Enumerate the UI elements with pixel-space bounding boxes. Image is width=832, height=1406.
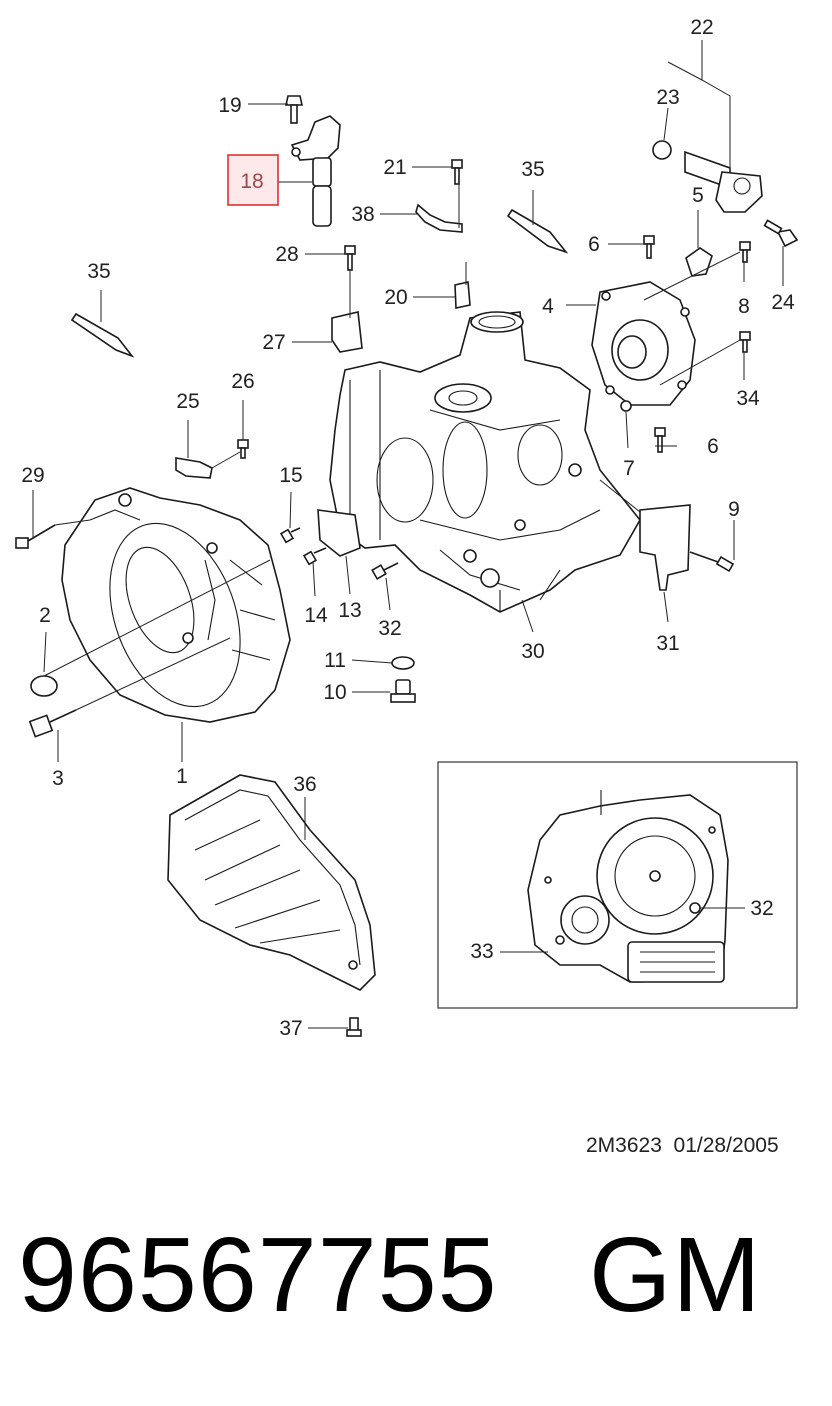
bracket-13 — [317, 509, 361, 557]
callout-7: 7 — [623, 457, 635, 480]
callout-29: 29 — [21, 464, 44, 487]
bolt-21 — [451, 159, 463, 185]
callout-9: 9 — [728, 498, 740, 521]
callout-38: 38 — [351, 203, 374, 226]
tube-35-right — [506, 208, 569, 254]
o-ring-23 — [652, 140, 672, 160]
callout-23: 23 — [656, 86, 679, 109]
callout-18: 18 — [240, 170, 263, 193]
callout-28: 28 — [275, 243, 298, 266]
plug-10 — [390, 679, 416, 703]
exploded-parts-diagram: 22 23 19 18 21 35 5 38 6 28 35 20 4 8 24… — [15, 16, 799, 1040]
bolt-9 — [689, 551, 735, 573]
callout-19: 19 — [218, 94, 241, 117]
inset-assembled-transmission — [500, 790, 745, 983]
bolt-34 — [739, 331, 751, 353]
bolt-6a — [643, 235, 655, 259]
callout-26: 26 — [231, 370, 254, 393]
callout-labels: 22 23 19 18 21 35 5 38 6 28 35 20 4 8 24… — [21, 16, 795, 1040]
bolt-26 — [237, 439, 249, 459]
callout-20: 20 — [384, 286, 407, 309]
bolt-8 — [739, 241, 751, 263]
callout-27: 27 — [262, 331, 285, 354]
bolt-3 — [28, 709, 77, 738]
input-sensor — [684, 150, 763, 213]
bolt-28 — [344, 245, 356, 271]
callout-35-left: 35 — [87, 260, 110, 283]
bolt-14 — [302, 547, 327, 566]
side-cover — [591, 281, 696, 406]
callout-32: 32 — [378, 617, 401, 640]
callout-5: 5 — [692, 184, 704, 207]
washer-11 — [391, 656, 415, 670]
speed-sensor — [290, 115, 341, 227]
bolt-29 — [15, 524, 56, 549]
highlight-box — [227, 154, 279, 206]
callout-35-right: 35 — [521, 158, 544, 181]
bolt-15 — [279, 527, 301, 544]
callout-34: 34 — [736, 387, 760, 410]
bracket-27 — [331, 311, 363, 353]
bracket-31 — [639, 504, 691, 591]
part-number-caption: 96567755 GM — [18, 1216, 762, 1334]
converter-housing — [61, 487, 291, 723]
bracket-38 — [415, 203, 463, 233]
bolt-6b — [654, 427, 666, 453]
callout-8: 8 — [738, 295, 750, 318]
callout-36: 36 — [293, 773, 316, 796]
diagram-reference: 2M3623 01/28/2005 — [586, 1134, 779, 1157]
tube-35-left — [70, 312, 135, 358]
callout-10: 10 — [323, 681, 346, 704]
callout-30: 30 — [521, 640, 544, 663]
callout-13: 13 — [338, 599, 361, 622]
bolt-32 — [371, 562, 399, 580]
callout-4: 4 — [542, 295, 554, 318]
callout-22: 22 — [690, 16, 713, 39]
callout-31: 31 — [656, 632, 679, 655]
callout-14: 14 — [304, 604, 328, 627]
seal-2 — [30, 675, 58, 697]
callout-6-mid: 6 — [707, 435, 719, 458]
callout-6-top: 6 — [588, 233, 600, 256]
gasket-5 — [685, 247, 713, 277]
clip-25 — [175, 457, 213, 479]
bolt-24 — [763, 219, 799, 248]
callout-3: 3 — [52, 767, 64, 790]
callout-33: 33 — [470, 940, 493, 963]
washer-7 — [620, 400, 632, 412]
callout-21: 21 — [383, 156, 406, 179]
callout-24: 24 — [771, 291, 795, 314]
bolt-37 — [346, 1017, 362, 1037]
leader-lines — [32, 40, 784, 1029]
callout-32-inset: 32 — [750, 897, 773, 920]
bracket-20 — [454, 281, 471, 309]
callout-11: 11 — [324, 649, 346, 672]
callout-2: 2 — [39, 604, 51, 627]
oil-screen — [167, 774, 376, 991]
callout-1: 1 — [176, 765, 188, 788]
callout-15: 15 — [279, 464, 302, 487]
callout-37: 37 — [279, 1017, 302, 1040]
bolt-19 — [285, 95, 303, 124]
callout-25: 25 — [176, 390, 199, 413]
